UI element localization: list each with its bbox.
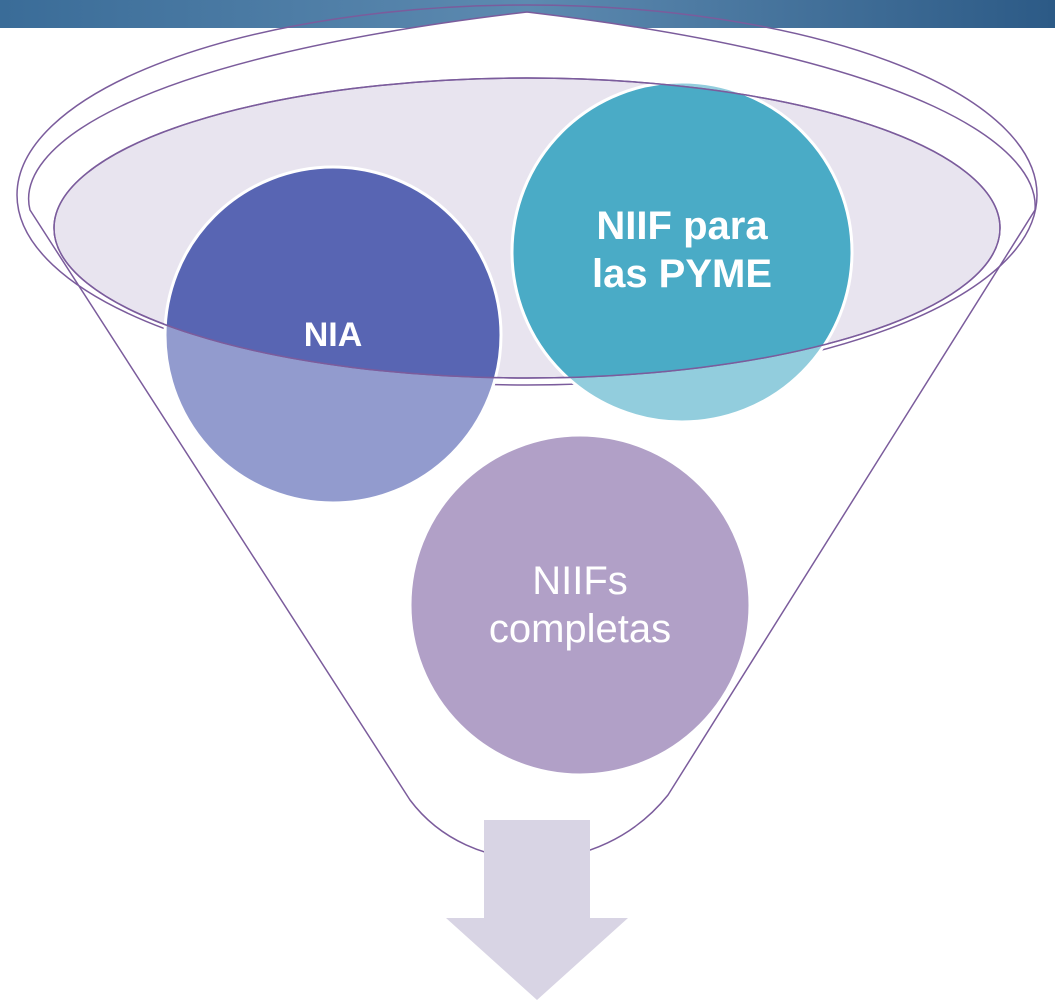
- circle-niifs-completas: [408, 433, 752, 777]
- label-niifs-completas-line-1: NIIFs: [532, 559, 628, 603]
- label-niifs-completas: NIIFs completas: [450, 545, 710, 665]
- label-niif-pyme-line-1: NIIF para: [596, 204, 768, 248]
- funnel-rim-inner: [53, 77, 1001, 379]
- label-niifs-completas-line-2: completas: [488, 607, 672, 651]
- label-niif-pyme-line-2: las PYME: [591, 252, 773, 296]
- down-arrow: [446, 820, 628, 1000]
- label-niif-pyme: NIIF para las PYME: [552, 190, 812, 310]
- label-nia: NIA: [303, 315, 363, 354]
- funnel-rim-outer: [16, 4, 1038, 386]
